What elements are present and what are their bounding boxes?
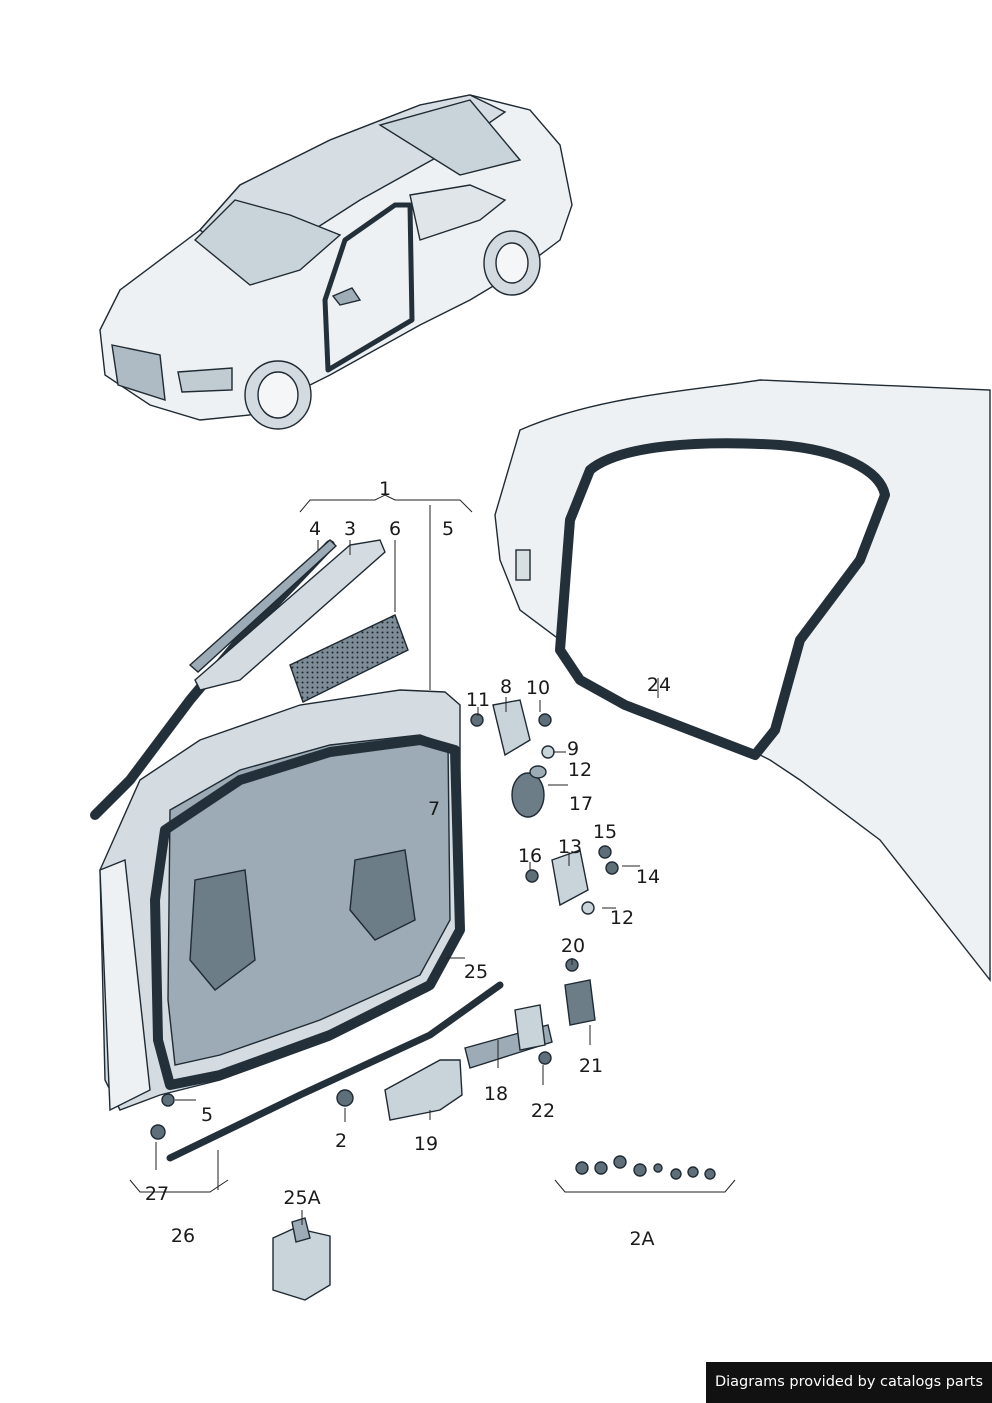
callout-14: 14: [636, 866, 660, 888]
callout-25: 25: [464, 961, 488, 983]
callout-2A: 2A: [629, 1228, 654, 1250]
callout-15: 15: [593, 821, 617, 843]
check-housing-19: [384, 1059, 463, 1121]
callout-18: 18: [484, 1083, 508, 1105]
callout-4: 4: [309, 518, 321, 540]
outer-strip-4: [188, 539, 338, 673]
callout-26: 26: [171, 1225, 195, 1247]
callout-12-upper: 12: [568, 759, 592, 781]
callout-11: 11: [466, 689, 490, 711]
grommet-21: [564, 979, 596, 1026]
car-overview-illustration: [99, 94, 573, 430]
body-opening-seal: [555, 438, 890, 760]
callout-21: 21: [579, 1055, 603, 1077]
callout-20: 20: [561, 935, 585, 957]
body-side-panel: [494, 379, 991, 983]
hinge-upper: [470, 699, 555, 759]
door-frame-trim: [90, 540, 335, 820]
fastener-assortment-2A: [575, 1155, 716, 1180]
callout-12-lower: 12: [610, 907, 634, 929]
screws: [150, 958, 579, 1140]
callout-2: 2: [335, 1130, 347, 1152]
callout-16: 16: [518, 845, 542, 867]
hinge-lower: [525, 845, 619, 915]
callout-3: 3: [344, 518, 356, 540]
callout-6: 6: [389, 518, 401, 540]
door-shell: [90, 540, 465, 1112]
callout-5-bottom: 5: [201, 1104, 213, 1126]
callout-8: 8: [500, 676, 512, 698]
door-check-strap-18: [464, 1004, 553, 1069]
callout-22: 22: [531, 1100, 555, 1122]
callout-19: 19: [414, 1133, 438, 1155]
callout-27: 27: [145, 1183, 169, 1205]
callout-17: 17: [569, 793, 593, 815]
callout-5-top: 5: [442, 518, 454, 540]
door-seal: [150, 735, 465, 1090]
callout-24: 24: [647, 674, 671, 696]
credit-banner: Diagrams provided by catalogs parts: [706, 1362, 992, 1403]
callout-10: 10: [526, 677, 550, 699]
credit-text: Diagrams provided by catalogs parts: [714, 1374, 984, 1390]
callouts: 1 2 2A 3 4 5 5 6 7 8 9 10 11 12 12 13 14…: [145, 478, 671, 1250]
callout-25A: 25A: [283, 1187, 320, 1209]
callout-1: 1: [379, 478, 391, 500]
callout-13: 13: [558, 836, 582, 858]
damping-mat-6: [289, 614, 409, 703]
adhesive-bottle-25A: [272, 1217, 331, 1301]
callout-7: 7: [428, 798, 440, 820]
leader-lines: [129, 494, 736, 1225]
callout-9: 9: [567, 738, 579, 760]
door-check-cover-17: [511, 765, 547, 818]
lower-seal-strip-26: [166, 981, 504, 1162]
